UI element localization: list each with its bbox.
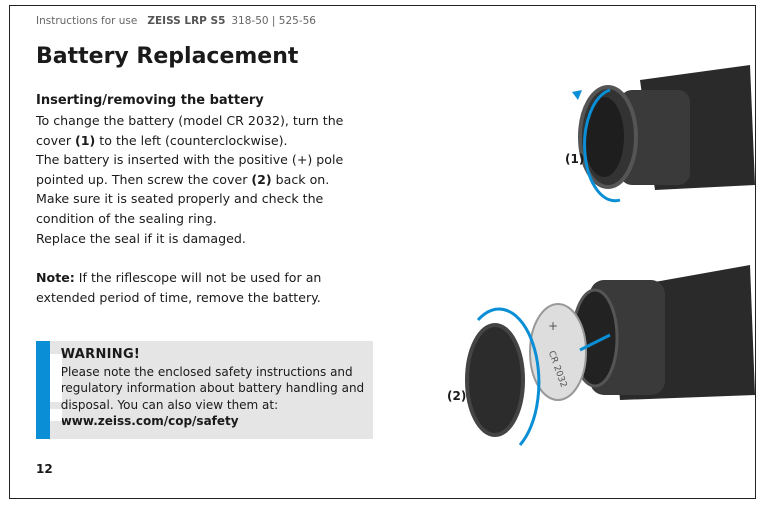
line: Replace the seal if it is damaged. bbox=[36, 230, 246, 246]
page-title: Battery Replacement bbox=[36, 44, 299, 69]
safety-link[interactable]: www.zeiss.com/cop/safety bbox=[60, 414, 239, 428]
doc-type: Instructions for use bbox=[36, 15, 138, 27]
figure-label-1: (1) bbox=[565, 152, 585, 166]
warning-box: WARNING! Please note the enclosed safety … bbox=[36, 341, 373, 439]
note: Note: If the riflescope will not be used… bbox=[36, 270, 322, 305]
product-name: ZEISS LRP S5 bbox=[147, 15, 226, 27]
figure-cover-rotation bbox=[572, 65, 755, 203]
warning-text: Please note the enclosed safety instruct… bbox=[60, 364, 365, 412]
page-number: 12 bbox=[36, 462, 53, 476]
line: condition of the sealing ring. bbox=[36, 210, 217, 226]
warning-title: WARNING! bbox=[60, 347, 141, 362]
section-heading: Inserting/removing the battery bbox=[36, 93, 264, 108]
line: pointed up. Then screw the cover (2) bac… bbox=[36, 171, 330, 187]
line: To change the battery (model CR 2032), t… bbox=[36, 113, 344, 128]
product-codes: 318-50 | 525-56 bbox=[231, 15, 316, 27]
figure-battery-insert: CR 2032 + bbox=[465, 265, 755, 446]
page-frame bbox=[9, 5, 756, 499]
instructions-body: To change the battery (model CR 2032), t… bbox=[36, 111, 376, 248]
exclamation-icon bbox=[36, 341, 62, 439]
running-header: Instructions for use ZEISS LRP S5 318-50 |… bbox=[36, 15, 316, 27]
line: Make sure it is seated properly and chec… bbox=[36, 191, 324, 207]
line: cover (1) to the left (counterclockwise)… bbox=[36, 132, 288, 148]
figure-label-2: (2) bbox=[447, 389, 467, 403]
svg-text:+: + bbox=[548, 319, 558, 333]
line: The battery is inserted with the positiv… bbox=[36, 152, 344, 168]
